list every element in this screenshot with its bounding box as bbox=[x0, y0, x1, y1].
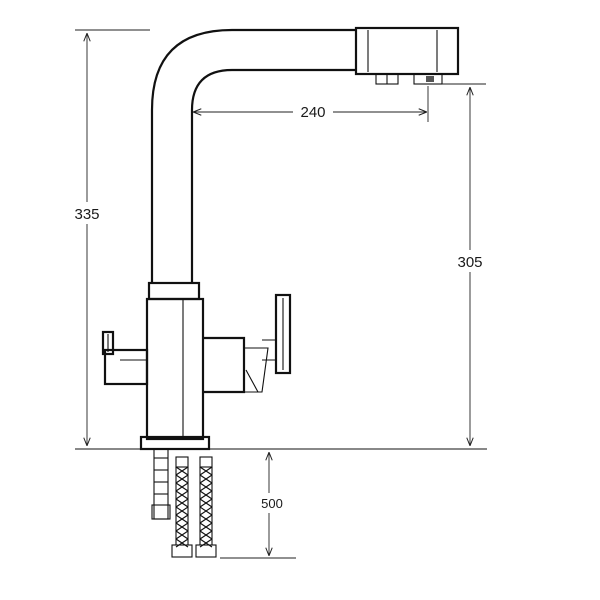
dimension-hose-length: 500 bbox=[220, 453, 296, 559]
left-handle-housing bbox=[103, 348, 149, 386]
hose-left bbox=[171, 456, 193, 558]
spout-reach-label: 240 bbox=[300, 104, 325, 121]
spout-pipe-outer bbox=[150, 28, 356, 283]
right-handle-housing bbox=[203, 336, 246, 394]
left-lever bbox=[101, 330, 115, 356]
supply-hoses bbox=[151, 448, 217, 558]
threaded-stud bbox=[153, 448, 169, 520]
hose-length-label: 500 bbox=[261, 496, 283, 511]
faucet-body bbox=[101, 26, 460, 451]
spout-height-label: 305 bbox=[457, 254, 482, 271]
dimension-total-height: 335 bbox=[70, 29, 150, 445]
hose-right bbox=[195, 456, 217, 558]
dimension-spout-height: 305 bbox=[442, 83, 490, 445]
base-plate bbox=[139, 435, 211, 451]
dimension-spout-reach: 240 bbox=[194, 86, 429, 122]
body-column bbox=[145, 297, 205, 441]
total-height-label: 335 bbox=[74, 206, 99, 223]
aerator-right bbox=[413, 73, 443, 85]
body-collar bbox=[147, 281, 201, 301]
spout-pipe-inner bbox=[190, 68, 356, 283]
right-lever bbox=[274, 293, 292, 375]
spout-head bbox=[354, 26, 460, 76]
